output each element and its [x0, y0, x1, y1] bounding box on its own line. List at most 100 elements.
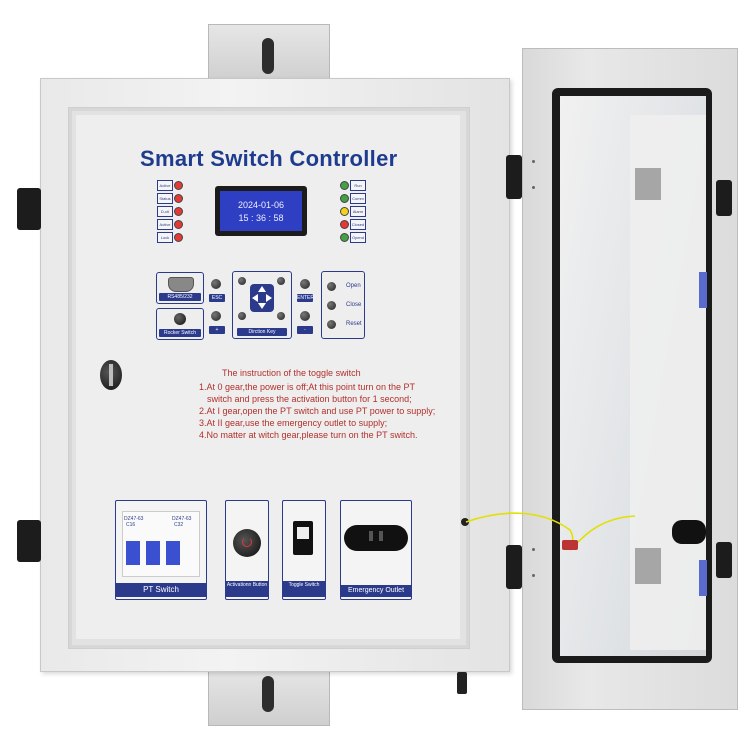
db9-connector-icon [168, 277, 194, 292]
door-hole [532, 186, 535, 189]
breaker-toggle[interactable] [146, 541, 160, 565]
indicator-label: Status [157, 193, 173, 204]
lock-key-slot [109, 364, 113, 386]
reflection-stripe [699, 560, 707, 596]
right-indicator-group: Run Comm Alarm Closed Opend [340, 180, 370, 246]
arrow-right-icon[interactable] [266, 294, 272, 302]
toggle-switch[interactable] [293, 521, 313, 555]
breaker-toggle[interactable] [166, 541, 180, 565]
green-led [340, 194, 349, 203]
rocker-knob-icon[interactable] [174, 313, 186, 325]
door-lock-icon[interactable] [100, 360, 122, 390]
keypad-corner-button[interactable] [277, 312, 285, 320]
ground-wire [465, 512, 636, 551]
emergency-outlet-module: Emergency Outlet [340, 500, 412, 600]
breaker-model-2: DZ47-63 [172, 516, 192, 522]
breaker-control-module: Open Close Reset [321, 271, 365, 339]
green-led [340, 233, 349, 242]
instruction-title: The instruction of the toggle switch [222, 368, 361, 378]
instruction-line-1: 1.At 0 gear,the power is off;At this poi… [199, 382, 415, 392]
left-lower-latch[interactable] [17, 520, 41, 562]
breaker-rating-1: C16 [126, 522, 136, 528]
close-label: Close [346, 302, 362, 308]
reflection-block [635, 168, 661, 200]
instruction-line-1b: switch and press the activation button f… [207, 394, 412, 404]
red-led [174, 220, 183, 229]
lcd-screen: 2024-01-06 15 : 36 : 58 [220, 191, 302, 231]
indicator-label: Alarm [350, 206, 366, 217]
enter-button[interactable] [300, 279, 310, 289]
power-outlet-icon[interactable] [344, 525, 408, 551]
keypad-corner-button[interactable] [238, 312, 246, 320]
instruction-line-3: 3.At II gear,use the emergency outlet to… [199, 418, 388, 428]
reset-label: Reset [346, 321, 362, 327]
emergency-outlet-label: Emergency Outlet [341, 585, 411, 597]
outlet-pin [379, 531, 383, 541]
activation-button-module: Activationn Button [225, 500, 269, 600]
keypad-corner-button[interactable] [238, 277, 246, 285]
indicator-label: Run [350, 180, 366, 191]
activation-button-label: Activationn Button [226, 581, 268, 597]
toggle-rocker [297, 527, 309, 539]
breaker-rating-2: C32 [174, 522, 184, 528]
instruction-line-2: 2.At I gear,open the PT switch and use P… [199, 406, 436, 416]
cabinet-hinge-lower [506, 545, 522, 589]
door-hole [532, 548, 535, 551]
left-indicator-group: Active Status D-ctl Active Lock [157, 180, 187, 246]
door-latch-upper[interactable] [716, 180, 732, 216]
enter-label: ENTER [297, 294, 314, 302]
serial-port-module: RS485/232 [156, 272, 204, 304]
reset-button[interactable] [327, 320, 336, 329]
lcd-date: 2024-01-06 [237, 200, 285, 210]
left-upper-latch[interactable] [17, 188, 41, 230]
ground-terminal [461, 518, 469, 526]
yellow-led [340, 207, 349, 216]
open-label: Open [346, 283, 361, 289]
wire-clamp [562, 540, 578, 550]
door-hole [532, 160, 535, 163]
pt-switch-module: DZ47-63 C16 DZ47-63 C32 PT Switch [115, 500, 207, 600]
rocker-switch-module: Rocker Switch [156, 308, 204, 340]
outlet-pin [369, 531, 373, 541]
arrow-up-icon[interactable] [258, 286, 266, 292]
instruction-line-4: 4.No matter at witch gear,please turn on… [199, 430, 418, 440]
wire-path [465, 512, 574, 551]
red-led [340, 220, 349, 229]
esc-label: ESC [209, 294, 225, 302]
panel-title: Smart Switch Controller [140, 146, 398, 171]
bottom-mounting-slot [262, 676, 274, 712]
red-led [174, 194, 183, 203]
keypad-corner-button[interactable] [277, 277, 285, 285]
toggle-switch-label: Toggle Switch [283, 581, 325, 597]
indicator-label: Lock [157, 232, 173, 243]
close-button[interactable] [327, 301, 336, 310]
green-led [340, 181, 349, 190]
arrow-down-icon[interactable] [258, 303, 266, 309]
indicator-label: Active [157, 180, 173, 191]
indicator-label: Closed [350, 219, 366, 230]
cabinet-hinge-upper [506, 155, 522, 199]
ground-bolt [457, 672, 467, 694]
door-hole [532, 574, 535, 577]
power-icon [242, 537, 252, 547]
activation-button[interactable] [233, 529, 261, 557]
breaker-toggle[interactable] [126, 541, 140, 565]
indicator-label: Comm [350, 193, 366, 204]
plus-button[interactable] [211, 311, 221, 321]
pt-switch-label: PT Switch [116, 583, 206, 597]
indicator-label: Active [157, 219, 173, 230]
red-led [174, 207, 183, 216]
minus-button[interactable] [300, 311, 310, 321]
reflection-outlet [672, 520, 706, 544]
rocker-switch-label: Rocker Switch [159, 329, 201, 337]
esc-button[interactable] [211, 279, 221, 289]
arrow-left-icon[interactable] [252, 294, 258, 302]
indicator-label: Opend [350, 232, 366, 243]
toggle-switch-module: Toggle Switch [282, 500, 326, 600]
red-led [174, 233, 183, 242]
open-button[interactable] [327, 282, 336, 291]
serial-port-label: RS485/232 [159, 293, 201, 301]
door-latch-lower[interactable] [716, 542, 732, 578]
reflection-stripe [699, 272, 707, 308]
plus-label: + [209, 326, 225, 334]
